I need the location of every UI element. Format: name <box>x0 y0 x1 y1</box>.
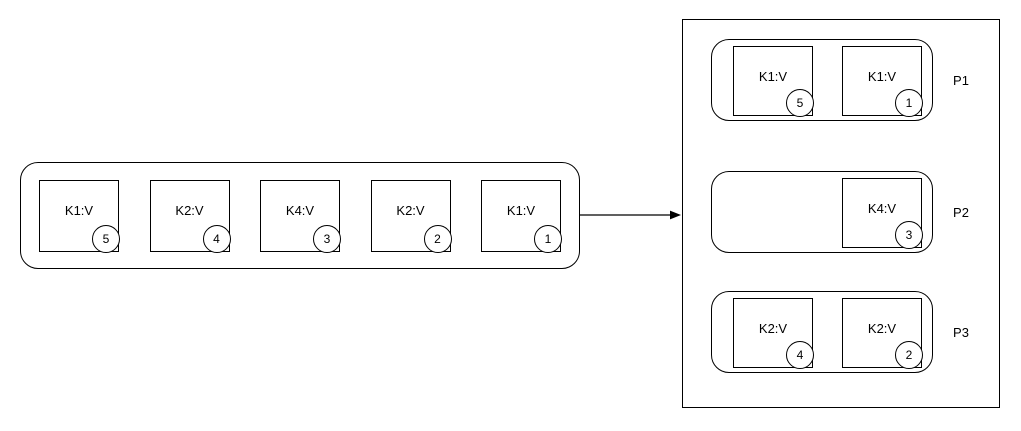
message-key-label: K2:V <box>758 320 788 336</box>
partition-label-p3: P3 <box>953 324 969 340</box>
message-square: K4:V 3 <box>260 179 341 253</box>
partition-slot: K2:V 2 <box>842 298 923 369</box>
partition-slot: K2:V 4 <box>733 298 814 369</box>
message-square: K4:V 3 <box>842 178 923 249</box>
sequence-badge: 2 <box>895 341 923 369</box>
partition-box-p2: K4:V 3 <box>711 171 933 253</box>
empty-slot <box>733 178 813 248</box>
sequence-badge: 2 <box>423 224 452 253</box>
message-key-label: K1:V <box>64 203 94 218</box>
message-key-label: K1:V <box>506 203 536 218</box>
message-key-label: K2:V <box>175 203 204 218</box>
message-key-label: K2:V <box>867 320 897 336</box>
partition-slot: K1:V 1 <box>842 46 923 117</box>
message-square: K2:V 2 <box>370 179 452 253</box>
message-key-label: K2:V <box>396 203 425 218</box>
message-key-label: K1:V <box>758 68 788 84</box>
partition-row-p1: K1:V 5 K1:V 1 P1 <box>683 39 999 121</box>
sequence-badge: 5 <box>92 224 120 253</box>
source-queue-box: K1:V 5 K2:V 4 K4:V 3 K2:V 2 K1:V 1 <box>20 162 580 269</box>
partition-label-p2: P2 <box>953 204 969 220</box>
partition-box-p3: K2:V 4 K2:V 2 <box>711 291 933 373</box>
message-square: K2:V 2 <box>842 298 923 369</box>
sequence-badge: 5 <box>786 89 814 117</box>
message-square: K2:V 4 <box>149 179 231 253</box>
message-key-label: K4:V <box>285 203 315 218</box>
partition-row-p3: K2:V 4 K2:V 2 P3 <box>683 291 999 373</box>
sequence-badge: 1 <box>895 89 923 117</box>
partition-box-p1: K1:V 5 K1:V 1 <box>711 39 933 121</box>
sequence-badge: 4 <box>202 224 231 253</box>
message-square: K1:V 1 <box>842 46 923 117</box>
partition-row-p2: K4:V 3 P2 <box>683 171 999 253</box>
partition-label-p1: P1 <box>953 72 969 88</box>
sequence-badge: 3 <box>895 221 923 249</box>
message-square: K2:V 4 <box>733 298 814 369</box>
sequence-badge: 3 <box>313 224 341 253</box>
message-key-label: K1:V <box>867 68 897 84</box>
message-key-label: K4:V <box>867 200 897 216</box>
partition-slot: K4:V 3 <box>842 178 923 249</box>
message-square: K1:V 5 <box>733 46 814 117</box>
partitions-container: K1:V 5 K1:V 1 P1 K4:V <box>682 19 1000 408</box>
flow-arrow-icon <box>580 210 681 220</box>
message-square: K1:V 1 <box>481 179 562 253</box>
sequence-badge: 4 <box>786 341 814 369</box>
sequence-badge: 1 <box>534 224 562 253</box>
partition-slot: K1:V 5 <box>733 46 814 117</box>
message-square: K1:V 5 <box>39 179 120 253</box>
